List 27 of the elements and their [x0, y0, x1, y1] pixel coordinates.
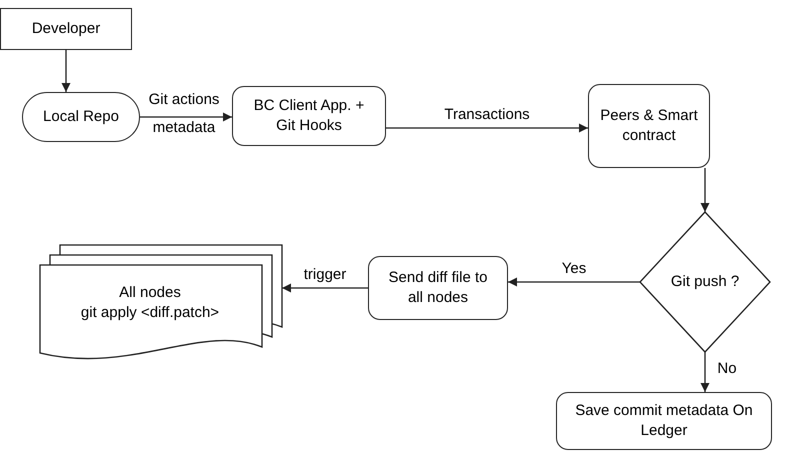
- arrow: [386, 123, 588, 133]
- process-box: [556, 392, 772, 450]
- process-box: [368, 256, 508, 320]
- arrow: [61, 50, 71, 92]
- arrow: [282, 283, 368, 293]
- arrow: [508, 277, 640, 287]
- node-text: Git push ?: [670, 272, 740, 292]
- process-box: [0, 8, 132, 50]
- node-text: Peers & Smart contract: [599, 106, 699, 146]
- arrow: [140, 112, 232, 122]
- arrow: [700, 352, 710, 392]
- node-text: Send diff file to all nodes: [388, 268, 488, 308]
- edge-label: trigger: [302, 266, 348, 284]
- edge-label: No: [716, 360, 738, 378]
- process-box: [232, 86, 386, 146]
- edge-label: Git actions metadata: [148, 90, 220, 138]
- process-box: [588, 84, 710, 168]
- node-text: BC Client App. + Git Hooks: [252, 96, 366, 136]
- edge-label: Yes: [560, 260, 588, 278]
- node-text: git apply <diff.patch>: [80, 303, 220, 323]
- edge-label: Transactions: [443, 106, 531, 124]
- node-text: Developer: [32, 18, 100, 39]
- node-text: Local Repo: [43, 106, 119, 127]
- node-text: Save commit metadata On Ledger: [574, 400, 754, 441]
- process-box: [22, 92, 140, 142]
- arrow: [700, 168, 710, 212]
- node-text: All nodes: [119, 282, 181, 303]
